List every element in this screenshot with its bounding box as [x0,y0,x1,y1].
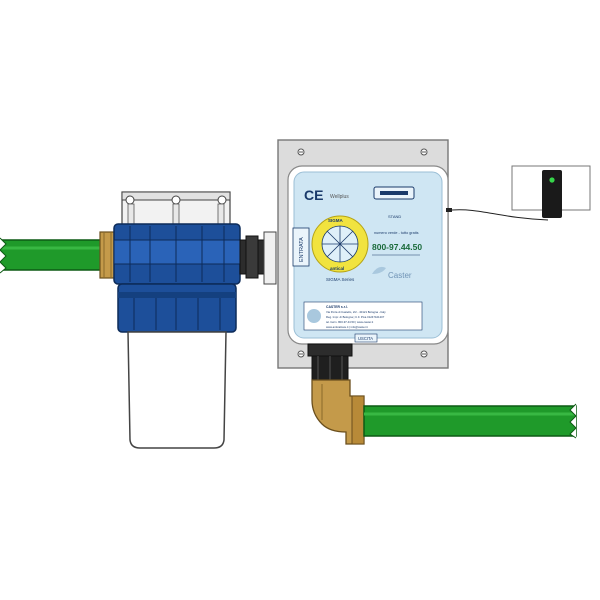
ce-mark: CE [304,187,323,203]
power-supply-unit [511,165,591,218]
company-info-box: CASTER s.r.l. Via Porta di Castello, 2/2… [303,301,423,331]
svg-text:ENTRATA: ENTRATA [299,237,305,262]
power-cable [446,208,549,221]
uscita-label: USCITA [354,333,378,343]
series-label: SIGMA Series [326,277,355,282]
inlet-pipe [0,237,109,274]
svg-text:USCITA: USCITA [358,336,373,341]
filter-outlet-fitting [239,231,277,285]
water-filter [113,191,241,449]
model-tag: Wellplus [330,194,349,200]
filter-mount-bracket [121,191,231,227]
entrata-label: ENTRATA [292,227,310,267]
status-window: STAND [373,186,415,219]
brass-elbow [311,379,365,445]
descaler-device: CE Wellplus STAND ENTRATA SIGMA antical … [277,139,449,369]
status-caption: STAND [388,214,401,219]
svg-text:Caster: Caster [388,271,412,280]
svg-text:tel. fax/n. 800-97.44.50 | www: tel. fax/n. 800-97.44.50 | www.caster.it [326,320,373,324]
filter-bowl [127,331,227,449]
mounting-screws [297,148,428,358]
power-led-icon [549,177,555,183]
svg-text:Reg. Impr. di Bologna | C.F. P: Reg. Impr. di Bologna | C.F. Piva 012474… [326,315,385,319]
svg-text:Via Porta di Castello, 2/2 - 4: Via Porta di Castello, 2/2 - 40121 Bolog… [326,310,386,314]
filter-head [113,223,241,285]
brand-mark: Caster [372,266,412,280]
service-caption: numero verde - tutto gratis [374,231,419,235]
outlet-pipe [363,403,577,439]
svg-text:antical: antical [330,266,344,271]
filter-collar [117,283,237,333]
svg-text:CASTER s.r.l.: CASTER s.r.l. [326,305,348,309]
outlet-fitting [307,343,353,381]
service-phone-block: numero verde - tutto gratis 800-97.44.50 [372,231,422,256]
svg-text:SIGMA: SIGMA [328,218,344,223]
svg-text:www.anticalcare.it | info@cast: www.anticalcare.it | info@caster.it [326,325,368,329]
service-phone: 800-97.44.50 [372,242,422,252]
descaler-seal-logo: SIGMA antical [311,215,369,273]
